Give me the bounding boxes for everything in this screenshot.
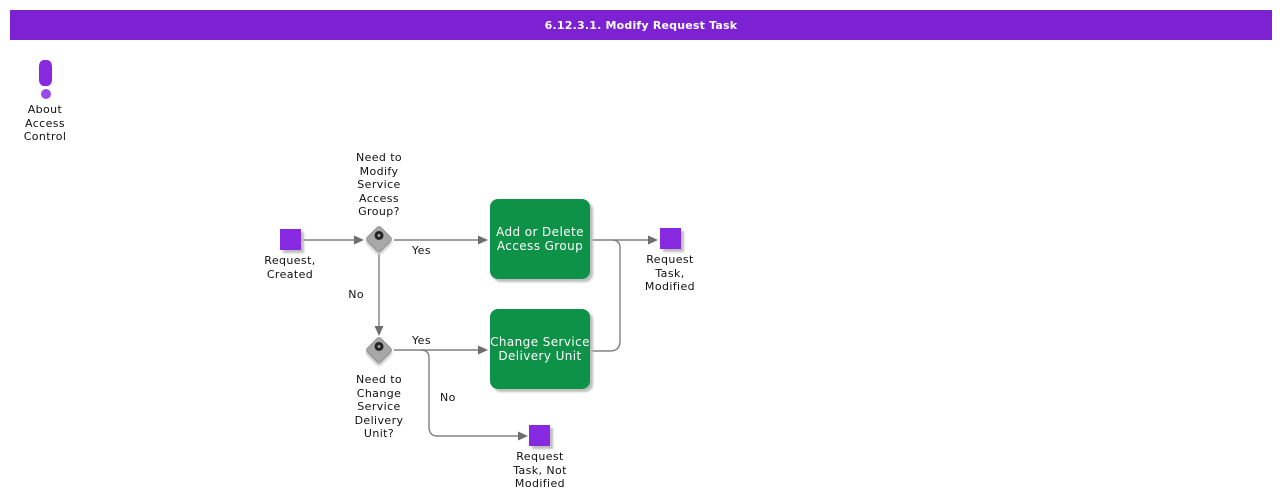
decision2-no-label: No — [440, 391, 456, 404]
about-access-control-label: About Access Control — [23, 103, 67, 143]
end-event-modified-label: Request Task, Modified — [644, 253, 696, 293]
gateway-circle-icon — [372, 228, 386, 242]
decision2-yes-label: Yes — [412, 334, 431, 347]
arrowhead — [648, 235, 658, 245]
decision1-yes-label: Yes — [412, 244, 431, 257]
arrowhead — [354, 235, 364, 245]
decision2-label: Need to Change Service Delivery Unit? — [354, 373, 404, 440]
edge-decision2-no-to-end-not-modified — [420, 349, 518, 437]
arrowhead — [374, 326, 384, 336]
about-access-control-icon-dot[interactable] — [41, 89, 51, 99]
edge-task2-merge — [590, 239, 621, 352]
start-event-request-created — [280, 229, 301, 250]
task-add-or-delete-access-group[interactable]: Add or Delete Access Group — [490, 199, 590, 279]
about-access-control-icon[interactable] — [39, 60, 52, 86]
start-event-label: Request, Created — [264, 254, 316, 281]
decision1-no-label: No — [348, 288, 364, 301]
end-event-not-modified-label: Request Task, Not Modified — [513, 450, 567, 490]
end-event-request-task-not-modified — [529, 425, 550, 446]
arrowhead — [518, 431, 528, 441]
arrowhead — [478, 345, 488, 355]
decision1-label: Need to Modify Service Access Group? — [355, 151, 403, 218]
arrowhead — [478, 235, 488, 245]
page-title: 6.12.3.1. Modify Request Task — [10, 10, 1272, 40]
gateway-circle-icon — [372, 339, 386, 353]
task-change-service-delivery-unit[interactable]: Change Service Delivery Unit — [490, 309, 590, 389]
end-event-request-task-modified — [660, 228, 681, 249]
